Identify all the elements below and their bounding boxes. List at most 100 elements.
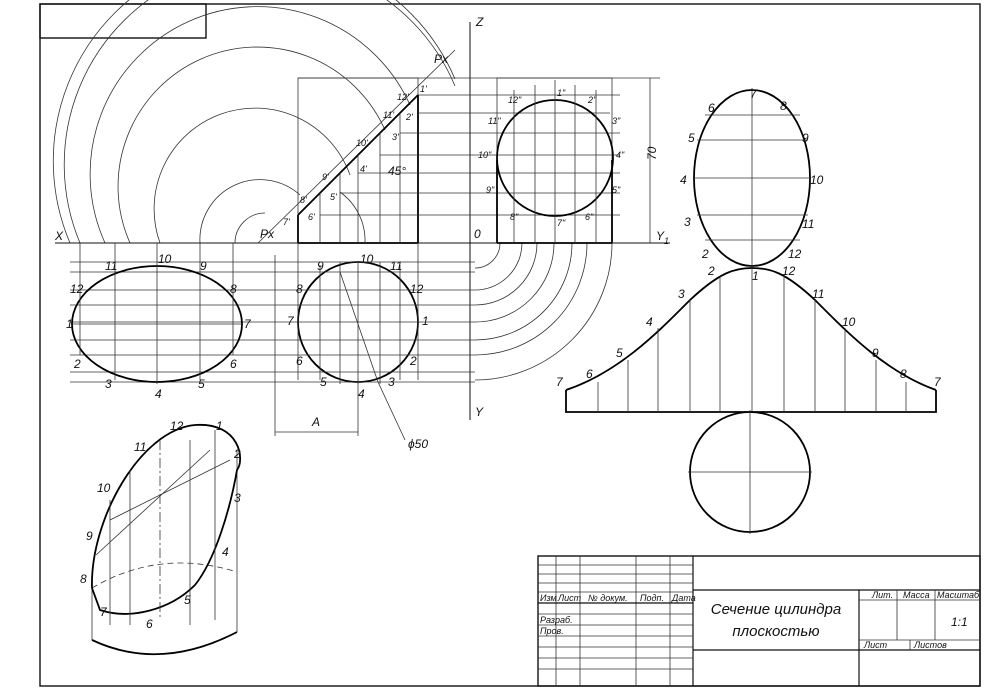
side-prime-8: 8" — [510, 212, 519, 222]
side-prime-1: 1" — [557, 88, 566, 98]
dev-num-11: 11 — [812, 287, 824, 301]
side-prime-2: 2" — [587, 95, 597, 105]
tb-title-line2: плоскостью — [732, 623, 819, 640]
dev-num-2: 2 — [707, 264, 715, 278]
axis-y-label: Y — [475, 405, 484, 419]
dev-num-5: 5 — [616, 346, 623, 360]
origin-label: 0 — [474, 227, 481, 241]
top-view: ϕ50 A 1 2 3 4 5 6 7 8 9 10 11 12 — [274, 243, 429, 451]
front-prime-9: 9' — [322, 172, 329, 182]
side-prime-7: 7" — [557, 218, 566, 228]
r-ellipse-num-3: 3 — [684, 215, 691, 229]
tb-scale: 1:1 — [951, 615, 968, 629]
diameter-label: ϕ50 — [408, 437, 428, 451]
dev-num-6: 6 — [586, 367, 593, 381]
top-num-11: 11 — [390, 259, 402, 273]
axon-num-3: 3 — [234, 491, 241, 505]
tb-razrab: Разраб. — [540, 615, 573, 625]
ellipse-num-6: 6 — [230, 357, 237, 371]
axon-num-1: 1 — [216, 419, 223, 433]
front-prime-3: 3' — [392, 132, 399, 142]
ellipse-num-5: 5 — [198, 377, 205, 391]
r-ellipse-num-10: 10 — [810, 173, 824, 187]
dev-num-12: 12 — [782, 264, 796, 278]
r-ellipse-num-12: 12 — [788, 247, 802, 261]
axis-z-label: Z — [475, 15, 484, 29]
dev-num-7-left: 7 — [556, 375, 564, 389]
corner-box — [39, 3, 207, 39]
r-ellipse-num-7: 7 — [750, 87, 758, 101]
tb-sheets: Листов — [913, 640, 947, 650]
title-block: Изм Лист № докум. Подп. Дата Разраб. Про… — [537, 555, 981, 687]
side-prime-10: 10" — [478, 150, 492, 160]
front-prime-1: 1' — [420, 84, 427, 94]
px-mid-label: Px — [260, 227, 275, 241]
ellipse-num-7: 7 — [244, 317, 252, 331]
r-ellipse-num-2: 2 — [701, 247, 709, 261]
height-dim-label: 70 — [645, 146, 659, 160]
projection-arcs — [52, 0, 613, 381]
dev-num-9: 9 — [872, 346, 879, 360]
top-num-1: 1 — [422, 314, 429, 328]
front-prime-6: 6' — [308, 212, 315, 222]
tb-izm: Изм — [540, 593, 557, 603]
axon-num-7: 7 — [100, 605, 108, 619]
angle-label: 45° — [388, 164, 406, 178]
tb-date: Дата — [671, 593, 696, 603]
tb-sign: Подп. — [640, 593, 664, 603]
side-prime-4: 4" — [616, 150, 625, 160]
px-trace — [257, 49, 456, 244]
tb-doc: № докум. — [588, 593, 628, 603]
axon-num-11: 11 — [134, 440, 146, 454]
top-num-2: 2 — [409, 354, 417, 368]
side-prime-9: 9" — [486, 185, 495, 195]
axon-num-10: 10 — [97, 481, 111, 495]
projection-lines-top — [298, 77, 660, 216]
right-ellipse: 7 6 8 5 9 4 10 3 11 2 12 — [680, 87, 824, 268]
front-prime-5: 5' — [330, 192, 337, 202]
dev-num-7-right: 7 — [934, 375, 942, 389]
r-ellipse-num-4: 4 — [680, 173, 687, 187]
axon-num-6: 6 — [146, 617, 153, 631]
dev-num-8: 8 — [900, 367, 907, 381]
front-view: 45° Px Px 1' 2' 3' 4' 5' 6' 7' 8' 9' 10'… — [257, 49, 456, 244]
axes: Z Y X Y 1 0 — [54, 15, 670, 420]
tb-masshtab: Масштаб — [937, 590, 980, 600]
axon-num-8: 8 — [80, 572, 87, 586]
axon-section-outline — [91, 424, 241, 615]
side-prime-11: 11" — [488, 116, 501, 126]
ellipse-num-11: 11 — [105, 259, 117, 273]
development: 7 6 5 4 3 2 1 12 11 10 9 8 7 — [556, 264, 942, 413]
tb-list: Лист — [557, 593, 582, 603]
side-view: 70 1" 2" 3" 4" 5" 6" 7" 8" 9" 10" 11" 12… — [478, 77, 659, 244]
axon-num-12: 12 — [170, 419, 184, 433]
r-ellipse-num-11: 11 — [802, 217, 814, 231]
true-shape-section: 1 2 3 4 5 6 7 8 9 10 11 12 — [66, 243, 252, 401]
ellipse-num-4: 4 — [155, 387, 162, 401]
axonometric-view: 1 2 3 4 5 6 7 8 9 10 11 12 — [80, 419, 241, 656]
r-ellipse-num-9: 9 — [802, 131, 809, 145]
px-top-label: Px — [434, 52, 449, 66]
ellipse-num-8: 8 — [230, 282, 237, 296]
base-circle — [688, 410, 812, 534]
projection-lines-mid — [70, 261, 475, 383]
tb-lit: Лит. — [871, 590, 893, 600]
axon-num-4: 4 — [222, 545, 229, 559]
top-num-7: 7 — [287, 314, 295, 328]
dev-num-3: 3 — [678, 287, 685, 301]
top-num-8: 8 — [296, 282, 303, 296]
tb-massa: Масса — [903, 590, 930, 600]
front-prime-7: 7' — [283, 217, 290, 227]
r-ellipse-num-8: 8 — [780, 99, 787, 113]
top-num-4: 4 — [358, 387, 365, 401]
development-curve — [565, 267, 937, 391]
axon-num-5: 5 — [184, 593, 191, 607]
sheet-frame — [39, 3, 981, 687]
axon-num-9: 9 — [86, 529, 93, 543]
ellipse-num-1: 1 — [66, 317, 73, 331]
front-prime-8: 8' — [300, 195, 307, 205]
tb-sheet: Лист — [863, 640, 888, 650]
dev-num-10: 10 — [842, 315, 856, 329]
top-num-9: 9 — [317, 259, 324, 273]
